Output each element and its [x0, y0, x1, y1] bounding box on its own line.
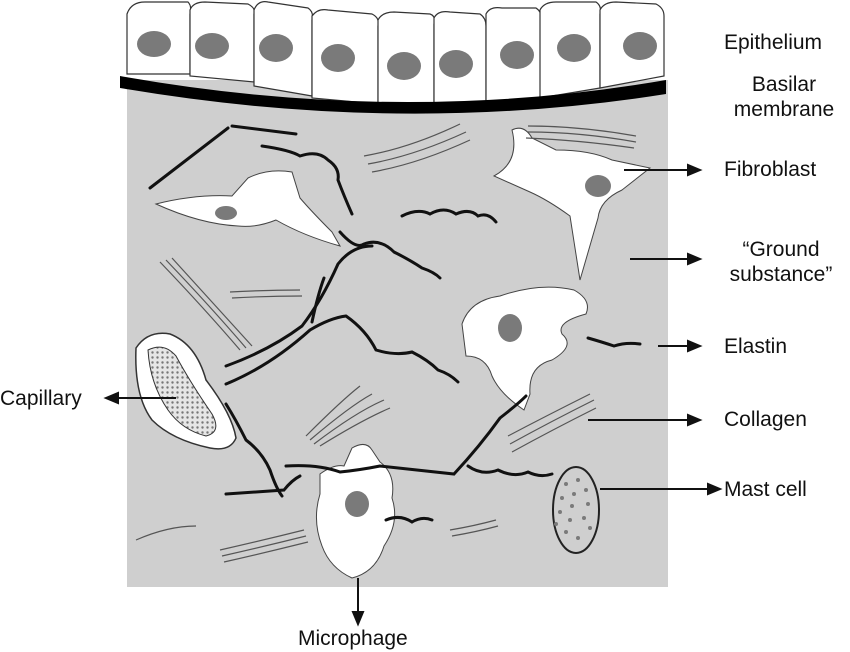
epithelium-label: Epithelium [724, 31, 823, 54]
cell-nucleus [557, 34, 591, 62]
cell-nucleus [215, 206, 237, 220]
label-arrows [103, 163, 723, 627]
elastin-fibers [148, 124, 642, 524]
cell-nucleus [195, 33, 229, 59]
fibroblast-label: Fibroblast [724, 158, 817, 181]
ground-substance-label: “Ground substance” [716, 237, 846, 287]
capillary-lumen [147, 346, 217, 437]
ground-substance-label-line1: “Ground [742, 238, 820, 261]
cell-nucleus [259, 34, 293, 62]
cell-nucleus [439, 50, 473, 78]
collagen-fibers [135, 123, 637, 563]
mast-cell [552, 466, 600, 554]
basilar-membrane-label: Basilar membrane [718, 72, 850, 122]
cell-nucleus [137, 31, 171, 57]
microphage-nucleus [345, 491, 369, 517]
capillary-label: Capillary [0, 387, 82, 410]
basilar-membrane [120, 76, 666, 114]
cell-nucleus [498, 314, 522, 342]
connective-cell [461, 286, 588, 411]
cell-nucleus [387, 52, 421, 80]
cell-nucleus [500, 41, 534, 69]
connective-cell [154, 170, 342, 247]
fibroblast-nucleus [585, 175, 611, 197]
basilar-membrane-label-line2: membrane [733, 98, 835, 121]
basilar-membrane-label-line1: Basilar [751, 73, 817, 96]
epithelium-nuclei [137, 31, 657, 80]
ground-substance-label-line2: substance” [729, 263, 833, 286]
collagen-label: Collagen [724, 408, 807, 431]
mast-cell-label: Mast cell [724, 478, 807, 501]
cell-nucleus [321, 44, 355, 72]
mast-cell-granules [554, 478, 592, 540]
microphage-label: Microphage [298, 627, 408, 650]
cell-nucleus [623, 32, 657, 60]
elastin-label: Elastin [724, 335, 788, 358]
